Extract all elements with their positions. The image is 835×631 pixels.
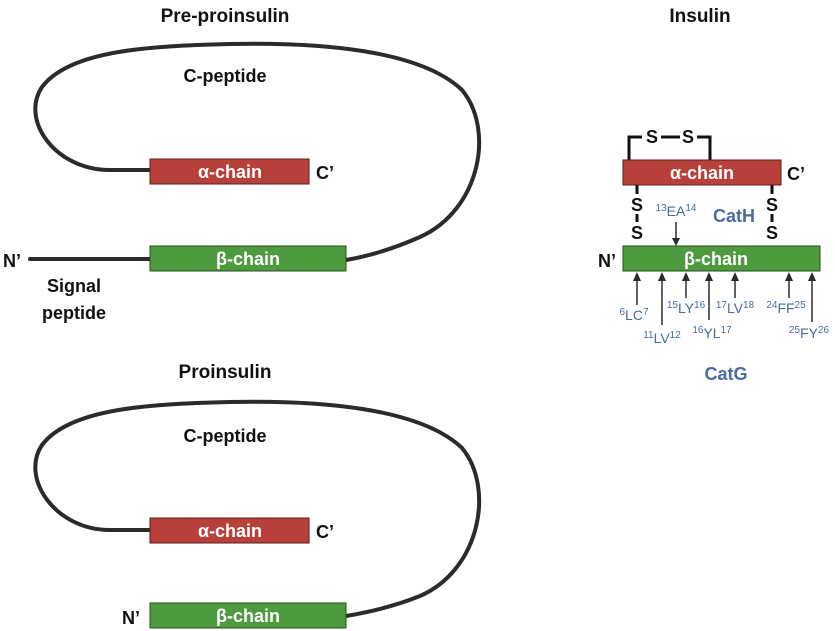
- catg-site-5-pair: LV: [727, 300, 744, 316]
- catg-site-3-pair: LY: [678, 300, 695, 316]
- catg-site-4-post: 17: [721, 325, 733, 336]
- insulin-panel: Insulin S S α-chain C’ S S S S 13EA14 Ca…: [598, 6, 830, 384]
- proinsulin-alpha-chain: [149, 517, 310, 544]
- cath-site-pre: 13: [656, 203, 668, 214]
- catg-arrow-1-head: [633, 272, 641, 281]
- catg-site-1-post: 7: [643, 307, 649, 318]
- intrachain-bond-right: [697, 135, 712, 160]
- proinsulin-c-peptide-label: C-peptide: [184, 426, 267, 446]
- catg-site-2: 11LV12: [643, 330, 681, 346]
- catg-site-2-pair: LV: [654, 330, 671, 346]
- signal-peptide-label-line2: peptide: [42, 303, 106, 323]
- signal-peptide-label-line1: Signal: [47, 276, 101, 296]
- catg-arrow-6-head: [785, 272, 793, 281]
- preproinsulin-c-terminus: C’: [316, 163, 334, 183]
- insulin-beta-chain: [622, 245, 821, 272]
- catg-arrows: [633, 272, 816, 325]
- proinsulin-c-terminus: C’: [316, 522, 334, 542]
- preproinsulin-c-peptide-loop: [33, 41, 482, 262]
- intrachain-bond-left: [627, 135, 642, 160]
- preproinsulin-panel: Pre-proinsulin C-peptide α-chain C’ β-ch…: [3, 6, 482, 323]
- disulfide-s-left-upper: S: [631, 195, 643, 215]
- cath-arrow-head: [672, 238, 680, 246]
- catg-arrow-7-head: [808, 272, 816, 281]
- preproinsulin-n-terminus: N’: [3, 251, 21, 271]
- catg-site-5-post: 18: [743, 300, 755, 311]
- cath-site-post: 14: [685, 203, 697, 214]
- catg-site-2-pre: 11: [643, 330, 654, 341]
- catg-site-7: 25FY26: [789, 325, 830, 341]
- proinsulin-alpha-label: α-chain: [198, 521, 262, 541]
- catg-site-6-pair: FF: [777, 300, 794, 316]
- proinsulin-beta-chain: [149, 602, 347, 629]
- catg-site-1: 6LC7: [619, 307, 648, 323]
- catg-arrow-3-head: [682, 272, 690, 281]
- catg-site-5: 17LV18: [716, 300, 755, 316]
- catg-site-4-pair: YL: [703, 325, 720, 341]
- catg-site-3: 15LY16: [667, 300, 706, 316]
- proinsulin-panel: Proinsulin C-peptide α-chain C’ β-chain …: [33, 362, 482, 629]
- preproinsulin-beta-chain: [149, 245, 347, 272]
- catg-arrow-5-head: [731, 272, 739, 281]
- preproinsulin-title: Pre-proinsulin: [161, 6, 290, 27]
- catg-site-1-pair: LC: [625, 307, 643, 323]
- catg-site-1-pre: 6: [619, 307, 625, 318]
- proinsulin-title: Proinsulin: [179, 362, 272, 383]
- disulfide-s-right-lower: S: [766, 223, 778, 243]
- catg-site-7-pair: FY: [800, 325, 819, 341]
- catg-site-5-pre: 17: [716, 300, 728, 311]
- catg-site-3-post: 16: [694, 300, 706, 311]
- disulfide-s-top-left: S: [646, 127, 658, 147]
- catg-site-7-post: 26: [818, 325, 830, 336]
- catg-site-4: 16YL17: [692, 325, 732, 341]
- proinsulin-c-peptide-loop: [33, 399, 482, 618]
- disulfide-s-top-right: S: [682, 127, 694, 147]
- preproinsulin-beta-label: β-chain: [216, 249, 280, 269]
- catg-site-4-pre: 16: [692, 325, 704, 336]
- preproinsulin-alpha-label: α-chain: [198, 162, 262, 182]
- preproinsulin-c-peptide-label: C-peptide: [184, 66, 267, 86]
- insulin-alpha-chain: [622, 159, 782, 186]
- disulfide-s-left-lower: S: [631, 223, 643, 243]
- preproinsulin-alpha-chain: [149, 158, 310, 185]
- cath-cleavage-site: 13EA14: [656, 203, 697, 219]
- catg-enzyme-label: CatG: [704, 364, 747, 384]
- insulin-alpha-label: α-chain: [670, 163, 734, 183]
- catg-site-3-pre: 15: [667, 300, 679, 311]
- insulin-c-terminus: C’: [787, 164, 805, 184]
- catg-site-6-post: 25: [795, 300, 807, 311]
- insulin-beta-label: β-chain: [684, 249, 748, 269]
- catg-arrow-2-head: [658, 272, 666, 281]
- insulin-n-terminus: N’: [598, 251, 616, 271]
- proinsulin-n-terminus: N’: [122, 608, 140, 628]
- catg-site-6-pre: 24: [766, 300, 778, 311]
- catg-site-2-post: 12: [670, 330, 682, 341]
- disulfide-s-right-upper: S: [766, 195, 778, 215]
- cath-site-pair: EA: [667, 203, 686, 219]
- cath-enzyme-label: CatH: [713, 206, 755, 226]
- catg-arrow-4-head: [705, 272, 713, 281]
- catg-site-7-pre: 25: [789, 325, 801, 336]
- proinsulin-beta-label: β-chain: [216, 606, 280, 626]
- catg-site-6: 24FF25: [766, 300, 806, 316]
- insulin-title: Insulin: [669, 6, 730, 27]
